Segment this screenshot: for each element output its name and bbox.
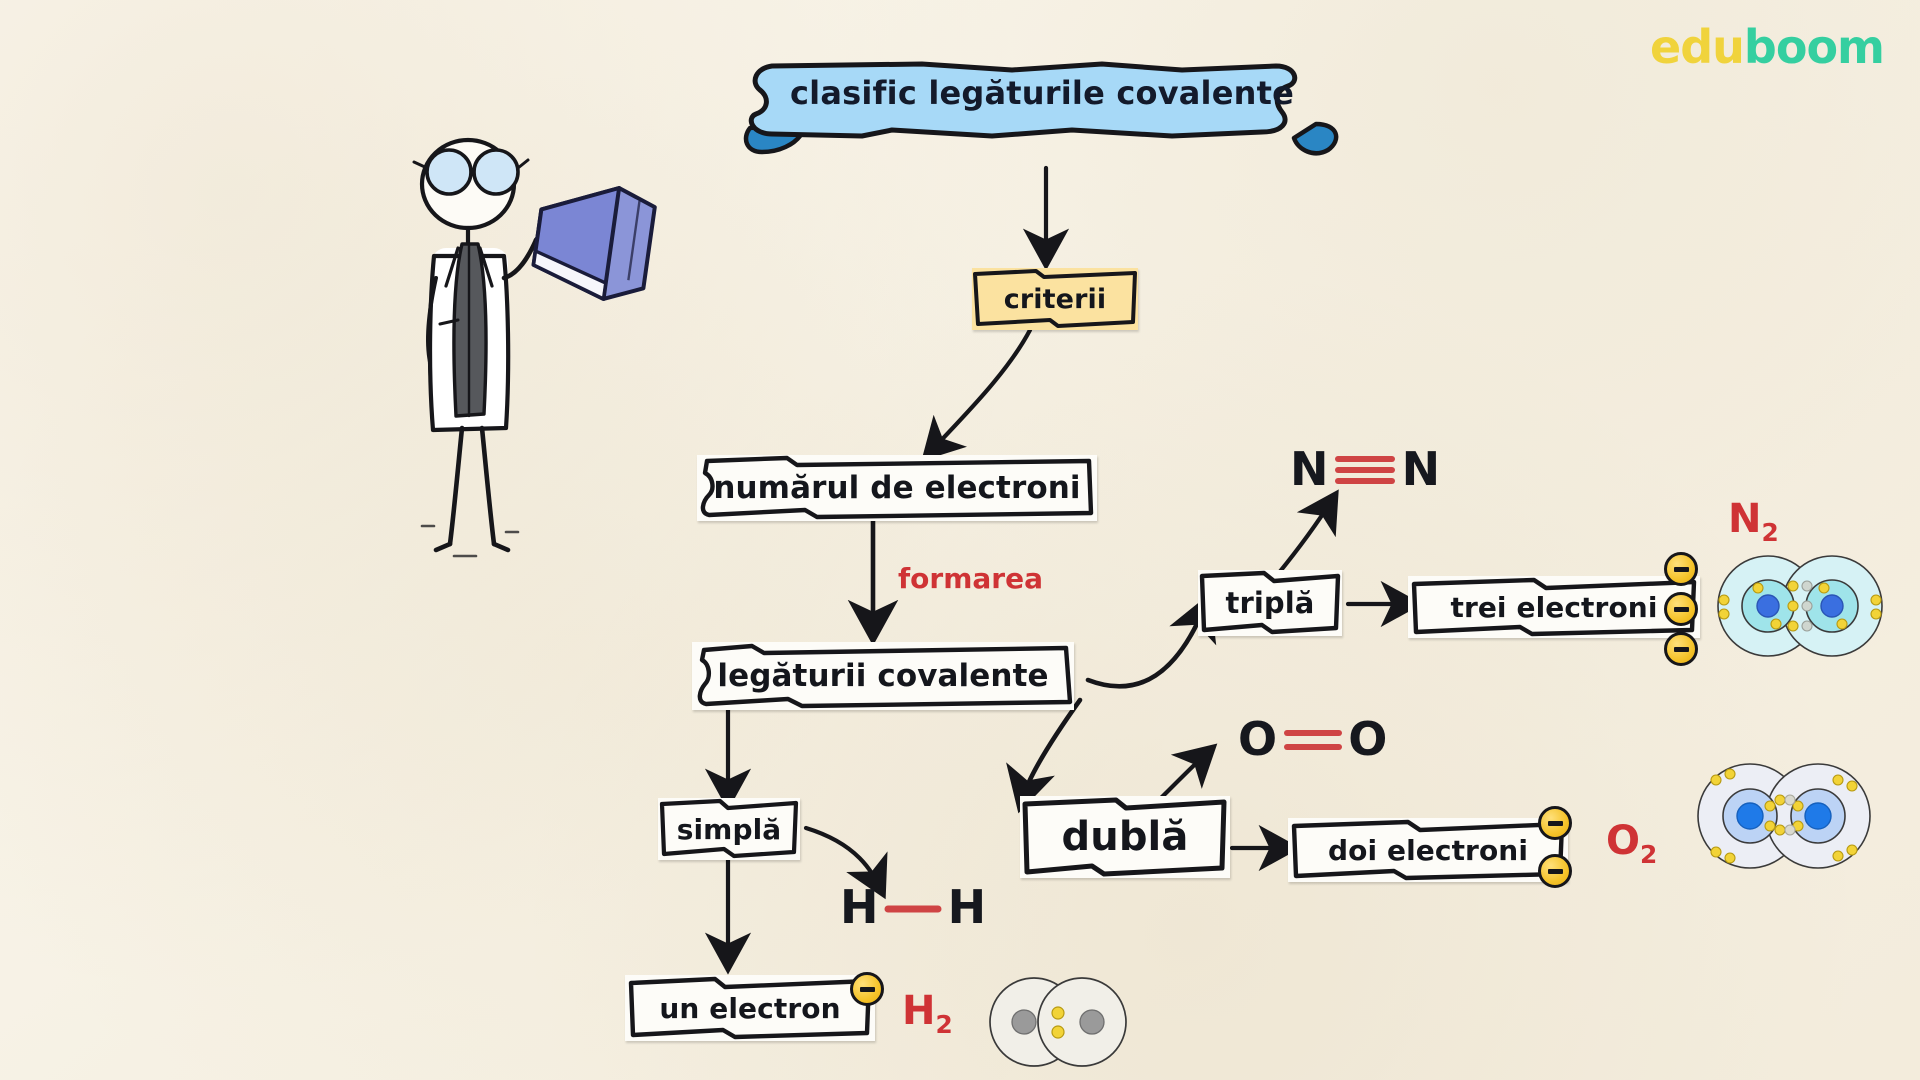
node-trei-electroni[interactable]: trei electroni (1408, 576, 1700, 638)
electron-badge (1664, 632, 1698, 666)
arrow-legaturii-to-tripla (1085, 593, 1217, 689)
node-criterii[interactable]: criterii (972, 268, 1138, 330)
molecule-name-n2: N2 (1728, 496, 1779, 547)
node-dubla[interactable]: dublă (1020, 796, 1230, 878)
node-numarul-de-electroni[interactable]: numărul de electroni (697, 455, 1097, 521)
electron-badge (1538, 854, 1572, 888)
node-doi-electroni[interactable]: doi electroni (1288, 818, 1568, 882)
logo-edu: edu (1650, 20, 1745, 74)
electron-badge (850, 972, 884, 1006)
formula-o2-left-atom: O (1238, 712, 1278, 766)
node-dubla-label: dublă (1061, 814, 1189, 860)
node-trei-electroni-label: trei electroni (1450, 590, 1658, 624)
single-bond-icon (884, 905, 942, 913)
atom-diagram-n2 (1717, 555, 1883, 657)
node-numarul-label: numărul de electroni (713, 470, 1081, 506)
scientist-figure (412, 137, 657, 558)
formula-n2-left-atom: N (1290, 442, 1329, 496)
electron-badge (1538, 806, 1572, 840)
formula-h2: H H (840, 880, 986, 934)
formula-o2-right-atom: O (1348, 712, 1388, 766)
node-legaturii-covalente[interactable]: legăturii covalente (692, 642, 1074, 710)
atom-diagram-o2 (1697, 763, 1871, 869)
arrow-legaturii-to-dubla (1006, 697, 1083, 814)
logo-boom: boom (1743, 20, 1885, 74)
triple-bond-icon (1335, 456, 1396, 484)
node-criterii-label: criterii (1003, 283, 1107, 315)
formula-h2-left-atom: H (840, 880, 879, 934)
banner-title: clasific legăturile covalente (789, 74, 1295, 112)
node-doi-electroni-label: doi electroni (1327, 833, 1529, 867)
double-bond-icon (1283, 730, 1342, 750)
formula-n2-right-atom: N (1401, 442, 1441, 496)
node-un-electron-label: un electron (659, 991, 841, 1025)
node-un-electron[interactable]: un electron (625, 975, 875, 1041)
molecule-name-o2: O2 (1606, 818, 1658, 869)
electron-badge (1664, 552, 1698, 586)
node-simpla-label: simplă (676, 812, 782, 846)
banner-ribbon (748, 61, 1298, 139)
banner-tail-right (1291, 121, 1339, 156)
node-tripla-label: triplă (1225, 586, 1315, 620)
electron-badge (1664, 592, 1698, 626)
node-legaturii-label: legăturii covalente (717, 658, 1049, 694)
formula-o2: O O (1238, 712, 1387, 766)
node-tripla[interactable]: triplă (1198, 570, 1342, 636)
label-formarea: formarea (898, 562, 1043, 595)
arrow-simpla-to-hh (803, 825, 888, 900)
eduboom-logo: eduboom (1650, 20, 1885, 74)
molecule-name-h2: H2 (902, 988, 953, 1039)
title-banner: clasific legăturile covalente (742, 52, 1342, 160)
atom-diagram-h2 (989, 977, 1127, 1067)
formula-n2: N N (1290, 442, 1440, 496)
arrow-criterii-to-numar (921, 327, 1033, 462)
formula-h2-right-atom: H (947, 880, 987, 934)
node-simpla[interactable]: simplă (658, 798, 800, 860)
